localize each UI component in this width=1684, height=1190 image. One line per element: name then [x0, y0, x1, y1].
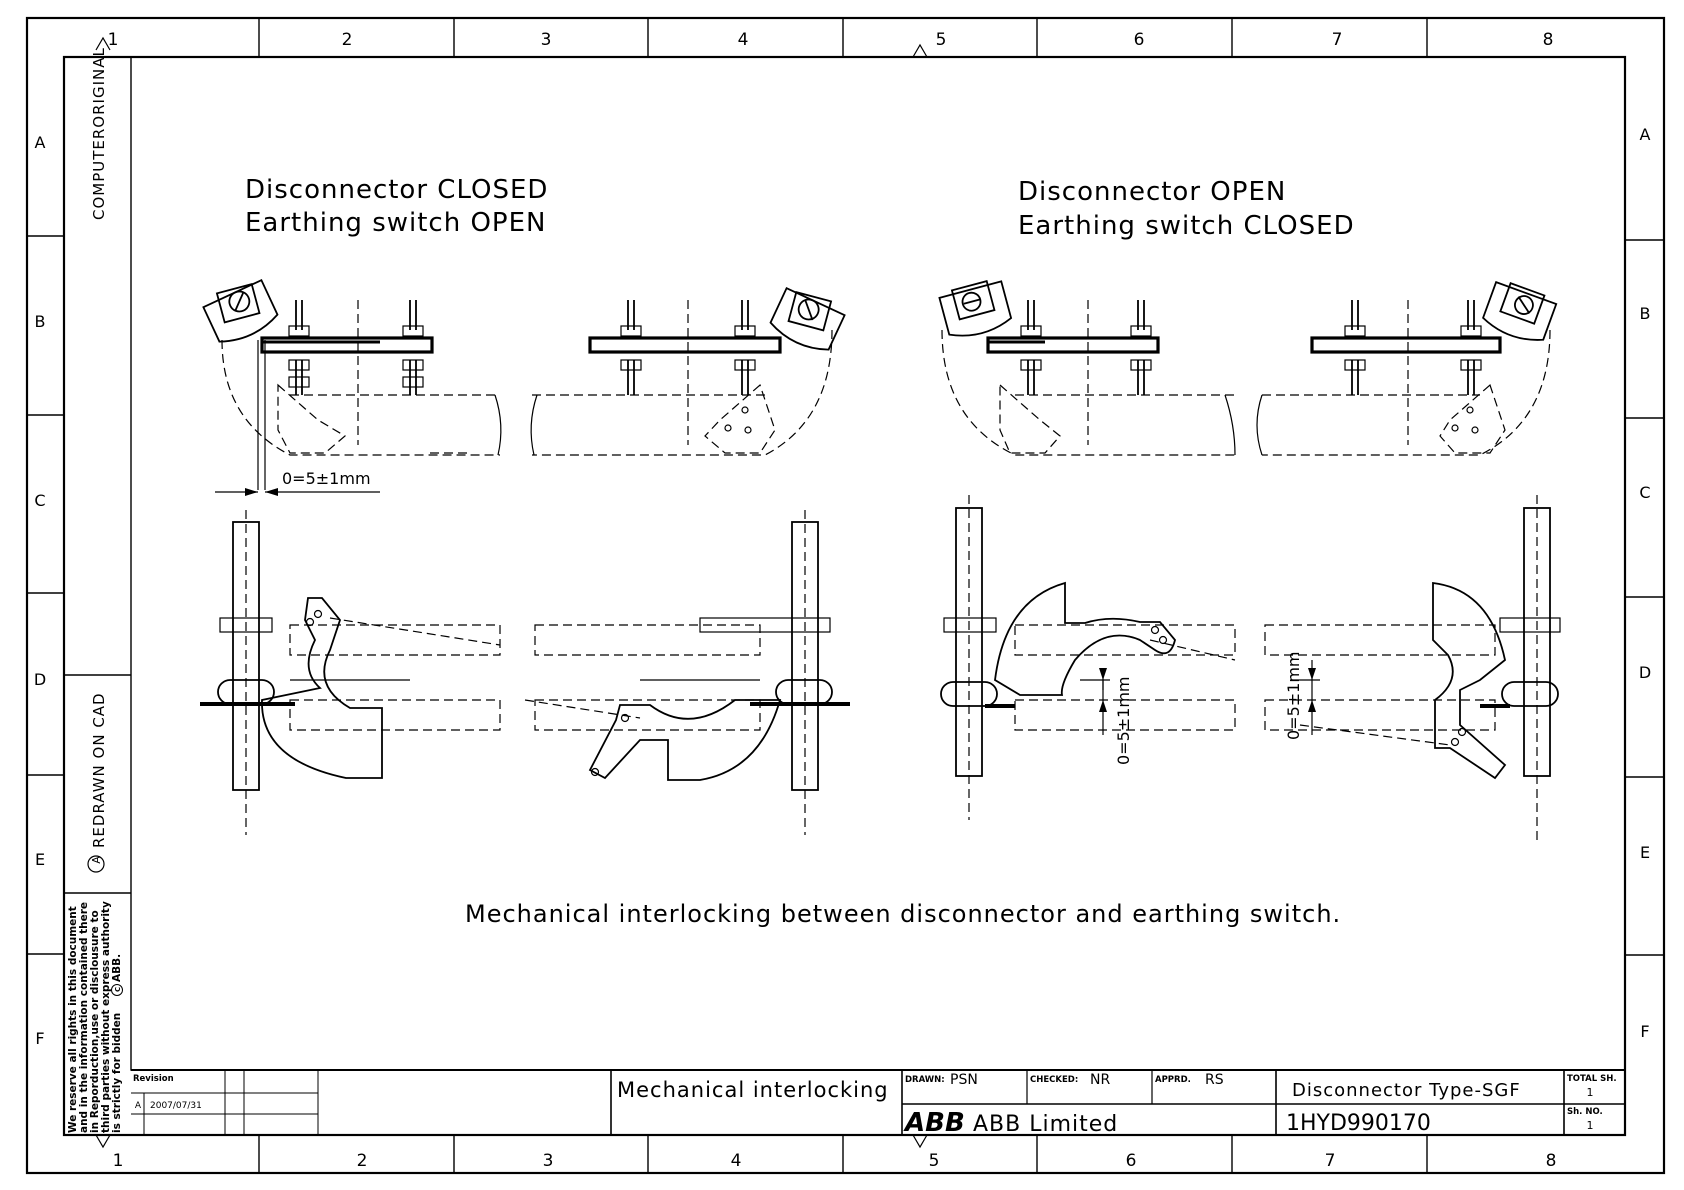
drawn-label: DRAWN: — [905, 1075, 945, 1085]
right-view-title: Disconnector OPEN Earthing switch CLOSED — [1018, 177, 1355, 241]
right-title-line-1: Disconnector OPEN — [1018, 177, 1286, 207]
grid-col-4-bottom: 4 — [731, 1151, 742, 1171]
approved-value: RS — [1205, 1072, 1224, 1088]
grid-col-5-top: 5 — [936, 30, 947, 50]
grid-col-7-top: 7 — [1332, 30, 1343, 50]
computer-original-label: COMPUTERORIGINAL — [90, 47, 108, 220]
product-name: Disconnector Type-SGF — [1292, 1080, 1521, 1101]
grid-row-d-left: D — [34, 670, 46, 689]
total-sheets-label: TOTAL SH. — [1567, 1074, 1617, 1084]
copyright-line-3: in Reporduction,use or disclousure to — [89, 910, 101, 1133]
copyright-notice: We reserve all rights in this document a… — [67, 901, 123, 1133]
grid-col-1-top: 1 — [108, 30, 119, 50]
revision-marker-letter: A — [90, 856, 103, 864]
gap-dimension-top: 0=5±1mm — [282, 469, 371, 488]
right-title-line-2: Earthing switch CLOSED — [1018, 211, 1355, 241]
company-name: ABB Limited — [973, 1112, 1118, 1137]
grid-col-3-top: 3 — [541, 30, 552, 50]
checked-value: NR — [1090, 1072, 1110, 1088]
approved-label: APPRD. — [1155, 1075, 1191, 1085]
drawing-title: Mechanical interlocking — [617, 1078, 889, 1102]
drawn-value: PSN — [950, 1072, 978, 1088]
copyright-symbol: C — [114, 987, 122, 992]
copyright-line-2: and in the information contained there — [78, 902, 90, 1133]
redrawn-on-cad: A REDRAWN ON CAD — [87, 692, 108, 873]
bolt-head-icon — [1482, 280, 1558, 341]
grid-column-labels-bottom: 1 2 3 4 5 6 7 8 — [113, 1151, 1557, 1171]
sheet-no-label: Sh. NO. — [1567, 1107, 1603, 1117]
grid-row-f-left: F — [35, 1029, 44, 1048]
bottom-assembly-2 — [524, 510, 850, 835]
bottom-assembly-4: 0=5±1mm — [1264, 495, 1561, 845]
left-title-line-1: Disconnector CLOSED — [245, 175, 548, 205]
copyright-line-5: is strictly for bidden — [111, 1013, 123, 1133]
grid-col-1-bottom: 1 — [113, 1151, 124, 1171]
grid-row-c-right: C — [1639, 483, 1650, 502]
grid-row-a-left: A — [35, 133, 46, 152]
grid-ticks — [27, 18, 1664, 1173]
grid-row-c-left: C — [34, 491, 45, 510]
grid-column-labels-top: 1 2 3 4 5 6 7 8 — [108, 30, 1554, 50]
grid-col-6-top: 6 — [1134, 30, 1145, 50]
title-block — [131, 1069, 1625, 1135]
copyright-line-4: third parties without express authority — [100, 901, 112, 1133]
abb-logo: ABB — [903, 1108, 965, 1138]
bottom-assembly-3: 0=5±1mm — [940, 495, 1236, 820]
bottom-assembly-1 — [200, 510, 501, 835]
bolt-head-icon — [769, 286, 846, 351]
top-assembly-1: 0=5±1mm — [202, 278, 502, 496]
grid-col-2-top: 2 — [342, 30, 353, 50]
gap-dimension-bottom-left: 0=5±1mm — [1114, 676, 1133, 765]
grid-row-e-right: E — [1640, 843, 1650, 862]
grid-row-a-right: A — [1640, 125, 1651, 144]
bolt-head-icon — [938, 279, 1013, 337]
grid-row-labels-right: A B C D E F — [1639, 125, 1651, 1041]
grid-row-f-right: F — [1640, 1022, 1649, 1041]
grid-col-5-bottom: 5 — [929, 1151, 940, 1171]
bolt-head-icon — [202, 278, 279, 343]
grid-col-8-bottom: 8 — [1546, 1151, 1557, 1171]
grid-col-2-bottom: 2 — [357, 1151, 368, 1171]
left-title-line-2: Earthing switch OPEN — [245, 208, 546, 238]
sheet-no-value: 1 — [1587, 1119, 1594, 1132]
grid-col-7-bottom: 7 — [1325, 1151, 1336, 1171]
top-assembly-2 — [530, 286, 846, 456]
grid-col-6-bottom: 6 — [1126, 1151, 1137, 1171]
checked-label: CHECKED: — [1030, 1075, 1078, 1085]
revision-marker-icon — [87, 855, 105, 873]
grid-row-b-left: B — [35, 312, 46, 331]
left-view-title: Disconnector CLOSED Earthing switch OPEN — [245, 175, 548, 238]
centering-marks — [95, 36, 928, 1149]
grid-col-4-top: 4 — [738, 30, 749, 50]
copyright-line-6: ABB. — [111, 954, 123, 982]
drawing-number: 1HYD990170 — [1286, 1111, 1431, 1136]
gap-dimension-bottom-right: 0=5±1mm — [1284, 651, 1303, 740]
grid-row-b-right: B — [1640, 304, 1651, 323]
grid-col-8-top: 8 — [1543, 30, 1554, 50]
top-assembly-4 — [1256, 280, 1558, 456]
copyright-line-1: We reserve all rights in this document — [67, 906, 79, 1133]
revision-date: 2007/07/31 — [150, 1101, 202, 1111]
total-sheets-value: 1 — [1587, 1086, 1594, 1099]
top-assembly-3 — [938, 279, 1236, 456]
grid-col-3-bottom: 3 — [543, 1151, 554, 1171]
redrawn-on-cad-label: REDRAWN ON CAD — [90, 692, 108, 848]
revision-label: Revision — [133, 1074, 174, 1084]
grid-row-d-right: D — [1639, 663, 1651, 682]
sheet-frame — [25, 16, 1666, 1175]
grid-row-labels-left: A B C D E F — [34, 133, 46, 1048]
grid-row-e-left: E — [35, 850, 45, 869]
drawing-caption: Mechanical interlocking between disconne… — [465, 900, 1341, 928]
revision-letter: A — [135, 1101, 142, 1111]
copyright-icon — [111, 984, 123, 996]
